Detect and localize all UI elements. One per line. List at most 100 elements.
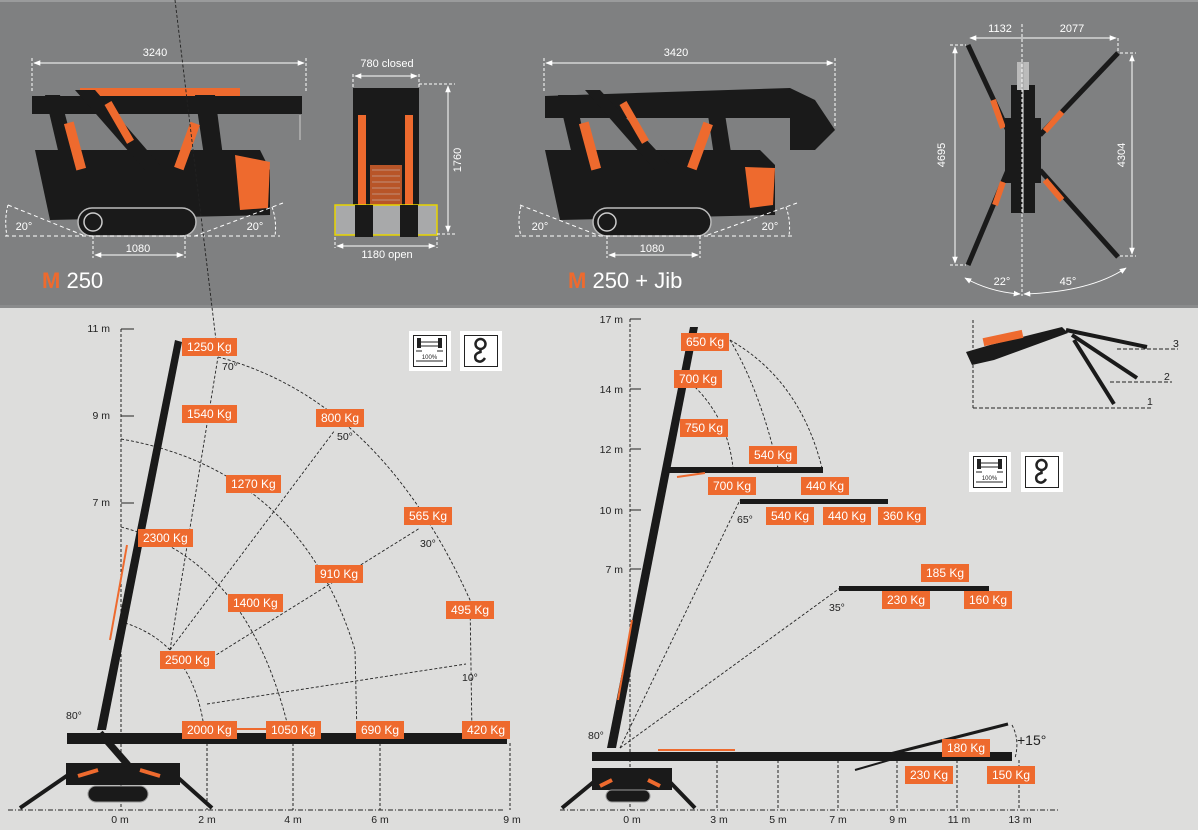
load-label: 360 Kg — [878, 507, 927, 525]
load-label: 440 Kg — [801, 477, 850, 495]
jib-length-label: 3420 — [664, 47, 688, 59]
outrigger-position-1: 1 — [1147, 396, 1153, 408]
x-tick-2m: 2 m — [198, 814, 216, 826]
outrigger-position-2: 2 — [1164, 371, 1170, 383]
load-label: 910 Kg — [315, 565, 364, 583]
load-label: 420 Kg — [462, 721, 511, 739]
x-tick-5m: 5 m — [769, 814, 787, 826]
outrigger-position-3: 3 — [1173, 338, 1179, 350]
angle-65: 65° — [737, 514, 753, 526]
load-label: 150 Kg — [987, 766, 1036, 784]
load-label: 565 Kg — [404, 507, 453, 525]
jib-angle-right: 20° — [762, 221, 779, 233]
angle-80: 80° — [588, 730, 604, 742]
load-label: 495 Kg — [446, 601, 495, 619]
model-prefix: M — [42, 268, 61, 293]
load-label: 1050 Kg — [266, 721, 321, 739]
angle-35: 35° — [829, 602, 845, 614]
load-label: 185 Kg — [921, 564, 970, 582]
top-view-crane — [965, 43, 1120, 266]
x-tick-13m: 13 m — [1008, 814, 1032, 826]
jib-side-view-crane — [545, 88, 835, 237]
top-angle-left: 22° — [994, 276, 1011, 288]
outrigger-100-icon: 100% — [409, 331, 451, 371]
top-angle-right: 45° — [1060, 276, 1077, 288]
top-right-length-label: 4304 — [1116, 143, 1128, 167]
right-chart-ticks: 17 m 14 m 12 m 10 m 7 m 0 m 3 m 5 m 7 m … — [588, 314, 1046, 826]
load-label: 540 Kg — [766, 507, 815, 525]
y-tick-11m: 11 m — [87, 323, 110, 335]
outrigger-icon-text: 100% — [422, 355, 438, 361]
front-width-open-label: 1180 open — [361, 249, 412, 261]
x-tick-3m: 3 m — [710, 814, 728, 826]
top-right-offset-label: 2077 — [1060, 23, 1084, 35]
angle-70: 70° — [222, 361, 238, 373]
front-width-closed-label: 780 closed — [360, 58, 413, 70]
model-title-m250: M 250 — [42, 268, 103, 294]
x-tick-0m: 0 m — [111, 814, 129, 826]
x-tick-7m: 7 m — [829, 814, 847, 826]
load-label: 700 Kg — [708, 477, 757, 495]
load-label: 230 Kg — [905, 766, 954, 784]
load-label: 1540 Kg — [182, 405, 237, 423]
side-view-crane — [32, 88, 302, 237]
model-title-m250-jib: M 250 + Jib — [568, 268, 682, 294]
model-prefix: M — [568, 268, 587, 293]
load-label: 1400 Kg — [228, 594, 283, 612]
load-label: 650 Kg — [681, 333, 730, 351]
load-label: 2000 Kg — [182, 721, 237, 739]
outrigger-positions-inset: 3 2 1 — [966, 320, 1179, 409]
x-tick-6m: 6 m — [371, 814, 389, 826]
load-label: 180 Kg — [942, 739, 991, 757]
x-tick-9m: 9 m — [503, 814, 521, 826]
angle-80: 80° — [66, 710, 82, 722]
x-tick-11m: 11 m — [948, 814, 971, 826]
left-chart-axes — [8, 328, 511, 811]
x-tick-4m: 4 m — [284, 814, 302, 826]
load-label: 1270 Kg — [226, 475, 281, 493]
outrigger-100-icon: 100% — [969, 452, 1011, 492]
load-label: 690 Kg — [356, 721, 405, 739]
angle-plus15: +15° — [1017, 732, 1046, 748]
y-tick-10m: 10 m — [600, 505, 624, 517]
top-left-offset-label: 1132 — [988, 23, 1012, 35]
right-chart-axes — [560, 318, 1060, 811]
dimension-drawings: 3240 20° 20° 1080 780 closed 1760 1180 o… — [5, 23, 1136, 297]
front-view-crane — [334, 88, 438, 237]
y-tick-12m: 12 m — [600, 444, 624, 456]
top-left-length-label: 4695 — [936, 143, 948, 167]
load-label: 2300 Kg — [138, 529, 193, 547]
load-label: 160 Kg — [964, 591, 1013, 609]
right-crane-drawing — [560, 327, 1012, 810]
left-chart-ticks: 11 m 9 m 7 m 0 m 2 m 4 m 6 m 9 m 80° 70°… — [66, 323, 521, 826]
load-label: 440 Kg — [823, 507, 872, 525]
y-tick-14m: 14 m — [600, 384, 624, 396]
load-label: 700 Kg — [674, 370, 723, 388]
angle-50: 50° — [337, 431, 353, 443]
load-label: 2500 Kg — [160, 651, 215, 669]
angle-10: 10° — [462, 672, 478, 684]
model-name: 250 + Jib — [592, 268, 683, 293]
load-label: 750 Kg — [680, 419, 729, 437]
side-length-label: 3240 — [143, 47, 167, 59]
side-angle-right: 20° — [247, 221, 264, 233]
hook-icon — [460, 331, 502, 371]
side-track-label: 1080 — [126, 243, 150, 255]
jib-track-label: 1080 — [640, 243, 664, 255]
y-tick-7m: 7 m — [92, 497, 110, 509]
y-tick-9m: 9 m — [92, 410, 110, 422]
load-label: 230 Kg — [882, 591, 931, 609]
x-tick-0m: 0 m — [623, 814, 641, 826]
front-height-label: 1760 — [452, 148, 464, 172]
y-tick-7m: 7 m — [605, 564, 623, 576]
y-tick-17m: 17 m — [600, 314, 624, 326]
outrigger-icon-text: 100% — [982, 476, 998, 482]
load-label: 800 Kg — [316, 409, 365, 427]
load-label: 1250 Kg — [182, 338, 237, 356]
angle-30: 30° — [420, 538, 436, 550]
jib-angle-left: 20° — [532, 221, 549, 233]
hook-icon — [1021, 452, 1063, 492]
model-name: 250 — [66, 268, 104, 293]
side-angle-left: 20° — [16, 221, 33, 233]
